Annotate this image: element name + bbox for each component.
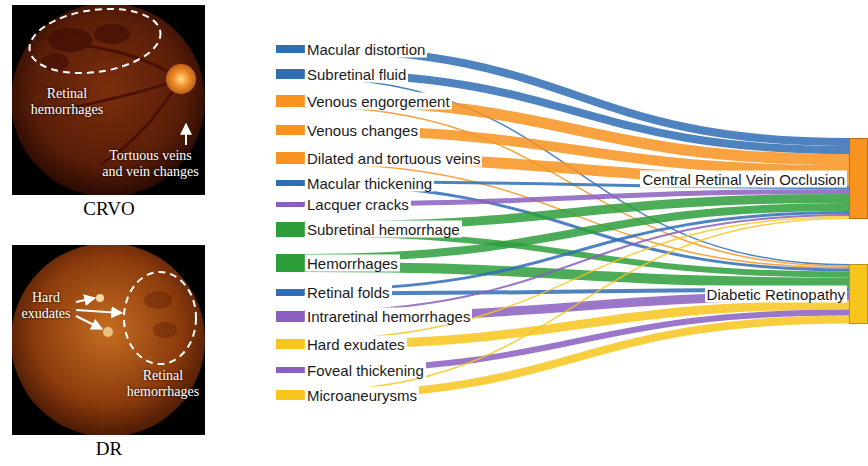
sankey-link [304,215,849,312]
sankey-link [304,78,849,265]
feature-bar: Retinal folds [276,289,304,296]
node-label: Dilated and tortuous veins [305,150,482,167]
pointer-arrow [76,310,122,313]
sankey-link [304,234,849,275]
hemorrhage [153,322,177,338]
sankey-link [304,107,849,267]
optic-disc [166,64,196,94]
feature-bar: Hemorrhages [276,254,304,272]
sankey-link [304,320,849,396]
pointer-arrow [185,124,187,145]
node-label: Venous engorgement [305,93,452,110]
node-label: Macular thickening [305,175,434,192]
annotation-label: DR [12,438,206,460]
dashed-ellipse [25,1,164,81]
node-label: Foveal thickening [305,362,426,379]
pointer-arrow [76,316,102,329]
hemorrhage [144,291,172,309]
node-label: Subretinal hemorrhage [305,221,462,238]
node-label: Central Retinal Vein Occlusion [640,170,847,187]
node-label: Macular distortion [305,41,427,58]
feature-bar: Intraretinal hemorrhages [276,311,304,322]
node-label: Subretinal fluid [305,66,408,83]
feature-bar: Hard exudates [276,339,304,350]
feature-bar: Foveal thickening [276,367,304,373]
feature-bar: Dilated and tortuous veins [276,152,304,165]
annotation-label: CRVO [12,198,206,220]
exudate [103,327,113,337]
sankey-link [304,218,849,391]
node-label: Retinal folds [305,284,392,301]
node-label: Lacquer cracks [305,196,411,213]
feature-bar: Subretinal hemorrhage [276,222,304,237]
hemorrhage [48,28,92,52]
feature-bar: Venous changes [276,125,304,135]
hemorrhage [41,53,69,71]
dashed-ellipse [124,272,196,364]
exudate [96,294,104,302]
annotation-label: Retinal hemorrhages [22,86,112,118]
feature-bar: Lacquer cracks [276,202,304,207]
retina [12,245,205,435]
feature-bar: Macular distortion [276,45,304,53]
disease-bar: Diabetic Retinopathy [849,264,868,324]
node-label: Microaneurysms [305,387,419,404]
pointer-arrow [76,298,95,302]
feature-bar: Macular thickening [276,180,304,186]
node-label: Venous changes [305,122,420,139]
node-label: Hard exudates [305,336,407,353]
feature-bar: Microaneurysms [276,390,304,400]
node-label: Intraretinal hemorrhages [305,308,472,325]
annotation-label: Hard exudates [18,290,74,322]
feature-bar: Subretinal fluid [276,69,304,79]
annotation-label: Retinal hemorrhages [120,368,206,400]
hemorrhage [94,24,130,44]
disease-bar: Central Retinal Vein Occlusion [849,138,868,219]
vein [80,45,181,79]
dr-fundus [12,245,205,435]
crvo-fundus [12,5,205,195]
node-label: Diabetic Retinopathy [705,285,847,302]
feature-bar: Venous engorgement [276,95,304,108]
retina [12,5,205,195]
annotation-label: Tortuous veins and vein changes [98,148,203,180]
node-label: Hemorrhages [305,255,400,272]
